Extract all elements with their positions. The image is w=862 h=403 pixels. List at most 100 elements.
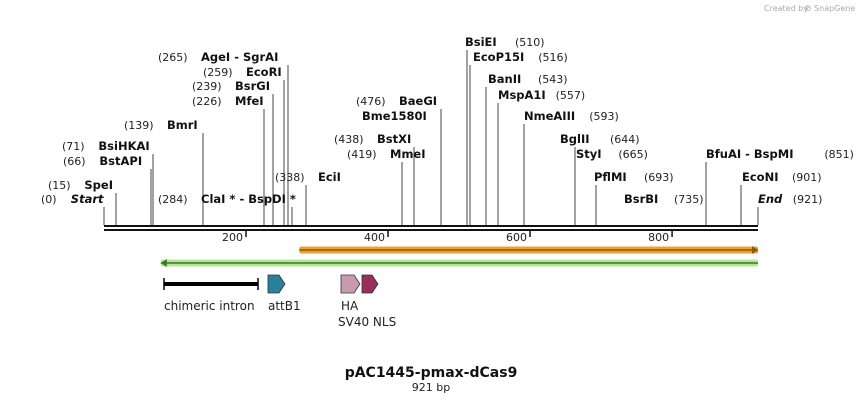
- site-position: (226): [192, 95, 222, 108]
- snapgene-logo-icon: ⊘: [804, 4, 812, 14]
- site-label-baegi[interactable]: (476) BaeGI: [356, 94, 437, 108]
- green-orf-arrowhead-icon: [160, 259, 167, 267]
- site-position: (259): [203, 66, 233, 79]
- site-label-bfuai-bspmi[interactable]: (851) BfuAI - BspMI: [706, 147, 854, 161]
- feature-ha-label: HA: [341, 299, 359, 313]
- sequence-backbone: [104, 225, 758, 231]
- site-name: Start: [71, 192, 104, 206]
- site-label-mspa1i[interactable]: (557) MspA1I: [498, 88, 585, 102]
- site-label-bsrbi[interactable]: (735) BsrBI: [624, 192, 704, 206]
- site-label-spei[interactable]: (15) SpeI: [48, 178, 113, 192]
- site-position: (284): [158, 193, 188, 206]
- feature-chimeric-intron[interactable]: chimeric intron: [163, 278, 259, 313]
- site-name: BglII: [560, 132, 590, 146]
- site-name: BmrI: [167, 118, 198, 132]
- site-position: (644): [610, 133, 640, 146]
- site-label-bglii[interactable]: (644) BglII: [560, 132, 640, 146]
- orange-orf[interactable]: [299, 246, 758, 254]
- site-label-end[interactable]: (921) End: [758, 192, 822, 206]
- site-name: End: [758, 192, 783, 206]
- site-position: (851): [824, 148, 854, 161]
- site-name: EcoRI: [246, 65, 282, 79]
- site-label-pflmi[interactable]: (693) PflMI: [594, 170, 674, 184]
- site-position: (419): [347, 148, 377, 161]
- site-position: (516): [538, 51, 568, 64]
- site-label-bmri[interactable]: (139) BmrI: [124, 118, 198, 132]
- site-name: MmeI: [390, 147, 426, 161]
- scale-ticks: 200 400 600 800: [222, 231, 673, 244]
- orange-orf-arrowhead-icon: [752, 246, 758, 254]
- site-label-banii[interactable]: (543) BanII: [488, 72, 568, 86]
- site-label-mfei[interactable]: (226) MfeI: [192, 94, 264, 108]
- credit-brand: SnapGene: [814, 4, 855, 13]
- site-name: MfeI: [235, 94, 264, 108]
- scale-tick-label-800: 800: [648, 231, 669, 244]
- credit-prefix: Created by: [764, 4, 808, 13]
- feature-ha[interactable]: HA: [340, 274, 361, 313]
- site-label-ecop15i[interactable]: (516) EcoP15I: [473, 50, 568, 64]
- site-position: (510): [515, 36, 545, 49]
- site-label-bstxi[interactable]: (438)BstXI: [334, 132, 411, 146]
- site-name: BanII: [488, 72, 521, 86]
- site-position: (476): [356, 95, 386, 108]
- map-length: 921 bp: [412, 381, 450, 394]
- site-position: (66): [63, 155, 86, 168]
- site-label-clai-bspdi[interactable]: (284) ClaI * - BspDI *: [158, 192, 296, 206]
- site-name: ClaI * - BspDI *: [201, 192, 296, 206]
- site-label-agei-sgrai[interactable]: (265)AgeI - SgrAI: [158, 50, 278, 64]
- scale-tick-label-600: 600: [506, 231, 527, 244]
- feature-sv40-nls-label: SV40 NLS: [338, 315, 396, 329]
- site-name: BsiHKAI: [98, 139, 149, 153]
- site-name: PflMI: [594, 170, 627, 184]
- feature-sv40-nls[interactable]: SV40 NLS: [338, 274, 396, 329]
- site-position: (0): [41, 193, 57, 206]
- feature-attb1-label: attB1: [268, 299, 301, 313]
- site-label-ecii[interactable]: (338) EciI: [275, 170, 341, 184]
- site-name: BsrBI: [624, 192, 658, 206]
- map-title: pAC1445-pmax-dCas9: [345, 365, 518, 381]
- scale-tick-label-200: 200: [222, 231, 243, 244]
- site-position: (921): [793, 193, 823, 206]
- feature-attb1[interactable]: attB1: [267, 274, 301, 313]
- green-orf[interactable]: [160, 259, 759, 267]
- site-label-ecori[interactable]: (259) EcoRI: [203, 65, 282, 79]
- site-name: SpeI: [84, 178, 113, 192]
- site-name: EciI: [318, 170, 341, 184]
- site-label-bsrgi[interactable]: (239)BsrGI: [192, 79, 270, 93]
- site-position: (593): [589, 110, 619, 123]
- site-name: BsiEI: [465, 35, 497, 49]
- snapgene-credit: Created by ⊘ SnapGene: [764, 4, 855, 14]
- site-label-nmeaiii[interactable]: (593) NmeAIII: [524, 109, 619, 123]
- site-name: MspA1I: [498, 88, 546, 102]
- site-position: (438): [334, 133, 364, 146]
- site-position: (557): [556, 89, 586, 102]
- site-label-start[interactable]: (0) Start: [41, 192, 104, 206]
- site-name: NmeAIII: [524, 109, 575, 123]
- site-label-bsihkai[interactable]: (71)BsiHKAI: [62, 139, 150, 153]
- site-position: (693): [644, 171, 674, 184]
- open-reading-frames: [160, 246, 759, 267]
- site-label-econi[interactable]: (901)EcoNI: [742, 170, 822, 184]
- site-name: BaeGI: [399, 94, 437, 108]
- site-label-mmei[interactable]: (419) MmeI: [347, 147, 426, 161]
- site-label-bsiei[interactable]: (510) BsiEI: [465, 35, 545, 49]
- site-label-bme1580i[interactable]: Bme1580I: [362, 109, 427, 123]
- site-label-bstapi[interactable]: (66) BstAPI: [63, 154, 142, 168]
- site-position: (543): [538, 73, 568, 86]
- site-label-styi[interactable]: (665)StyI: [576, 147, 648, 161]
- scale-tick-label-400: 400: [364, 231, 385, 244]
- site-position: (901): [792, 171, 822, 184]
- site-name: BstAPI: [99, 154, 142, 168]
- site-name: BfuAI - BspMI: [706, 147, 793, 161]
- site-name: EcoP15I: [473, 50, 524, 64]
- site-name: AgeI - SgrAI: [201, 50, 278, 64]
- site-position: (139): [124, 119, 154, 132]
- feature-chimeric-intron-label: chimeric intron: [164, 299, 255, 313]
- site-name: BsrGI: [235, 79, 270, 93]
- site-position: (735): [674, 193, 704, 206]
- site-position: (338): [275, 171, 305, 184]
- restriction-site-lines: [103, 50, 759, 225]
- restriction-site-labels: (0) Start(15) SpeI (66) BstAPI(71)BsiHKAI (13…: [41, 35, 854, 206]
- site-position: (15): [48, 179, 71, 192]
